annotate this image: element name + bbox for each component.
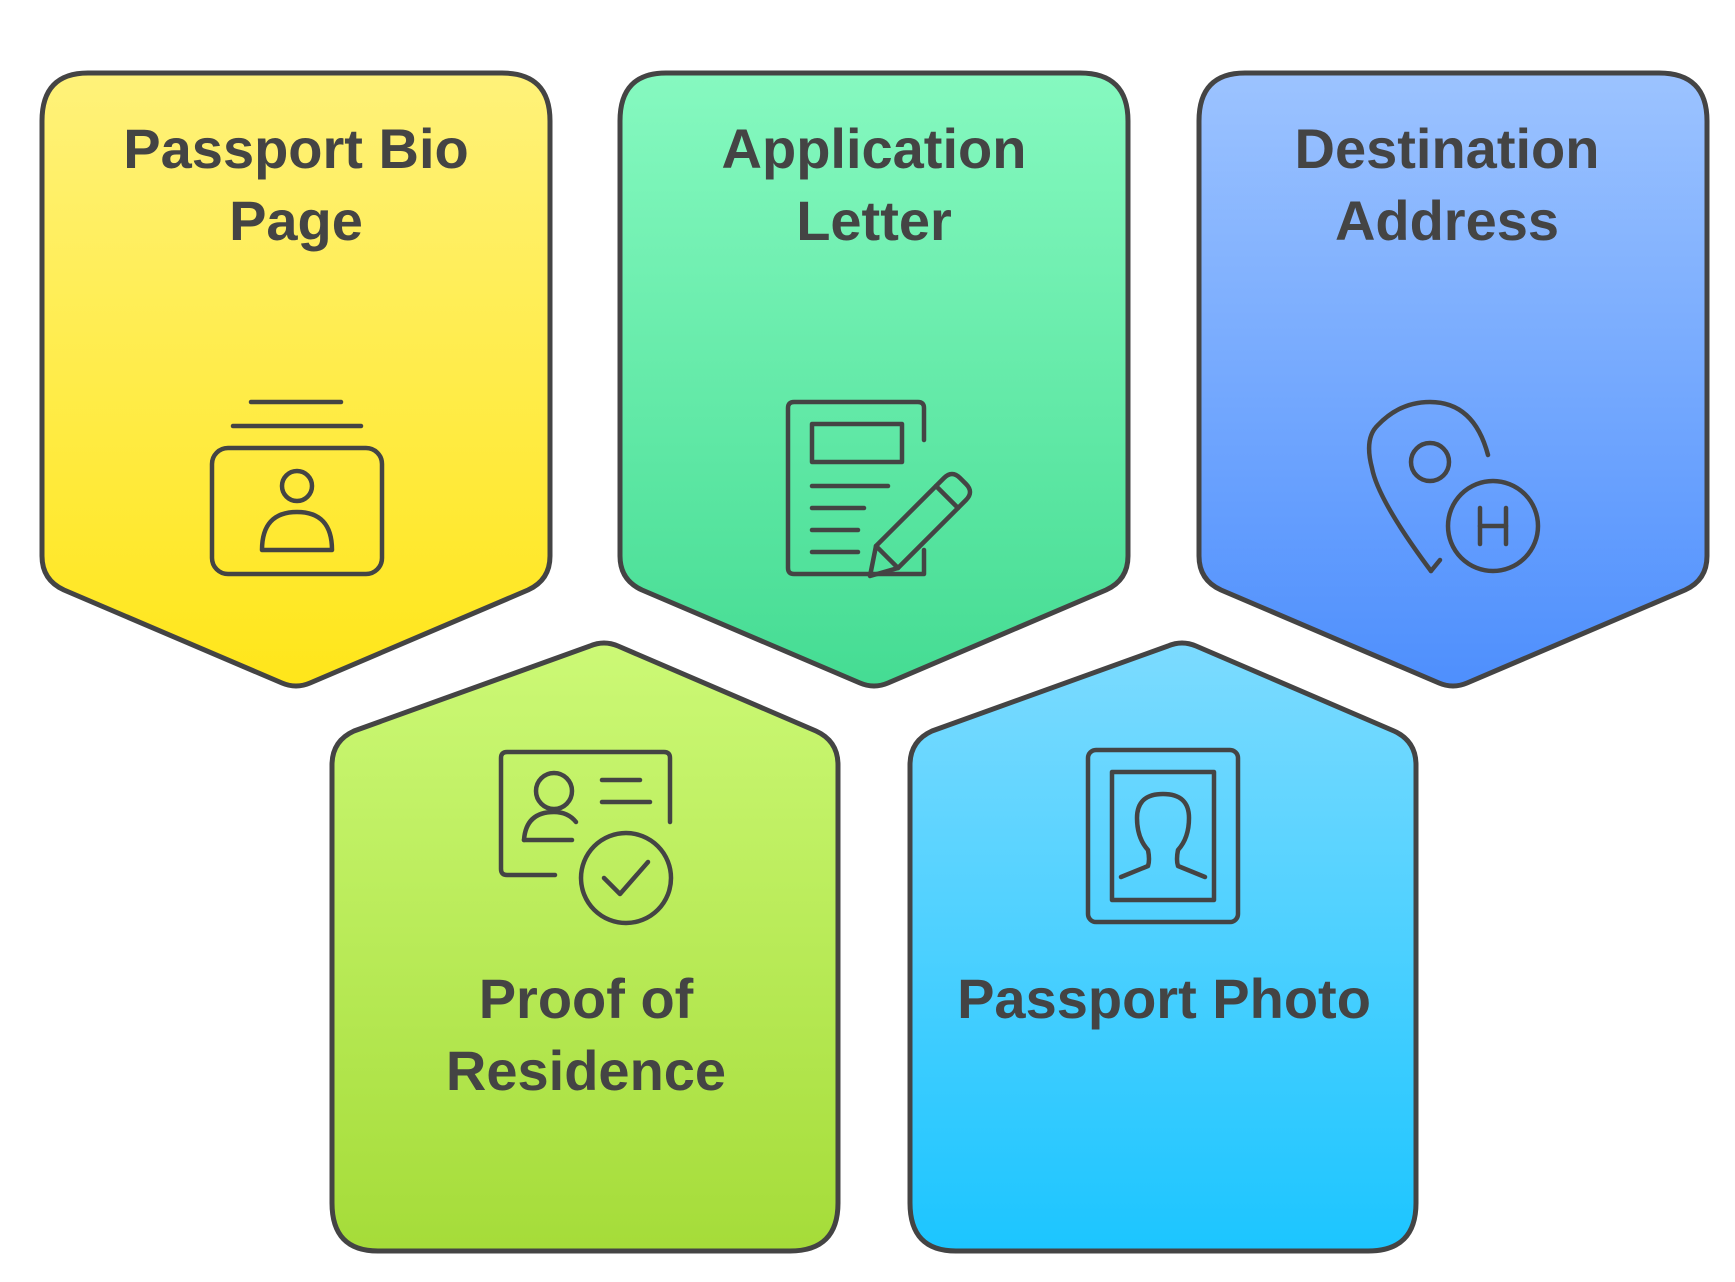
card-title-line-2: Page xyxy=(229,189,363,252)
card-title-line-2: Letter xyxy=(796,189,952,252)
card-title-line-2: Residence xyxy=(446,1039,726,1102)
card-title-line-1: Destination xyxy=(1295,117,1600,180)
card-shape xyxy=(329,640,841,1254)
card-passport-bio-page: Passport Bio Page xyxy=(39,70,553,689)
card-title-line-1: Application xyxy=(722,117,1027,180)
verified-id-icon xyxy=(498,749,674,926)
location-hotel-icon xyxy=(1366,399,1541,574)
card-shape xyxy=(39,70,553,689)
portrait-frame-icon xyxy=(1085,747,1241,925)
card-title-line-1: Passport Bio xyxy=(123,117,468,180)
card-shape xyxy=(1196,70,1710,689)
card-title-line-2: Address xyxy=(1335,189,1559,252)
form-pencil-icon xyxy=(785,399,973,579)
card-proof-of-residence: Proof of Residence xyxy=(329,640,841,1254)
card-destination-address: Destination Address xyxy=(1196,70,1710,689)
card-shape xyxy=(907,640,1419,1254)
card-title-line-1: Proof of xyxy=(479,967,694,1030)
card-title-line-1: Passport Photo xyxy=(957,967,1371,1030)
id-card-icon xyxy=(209,399,385,577)
card-application-letter: Application Letter xyxy=(617,70,1131,689)
card-passport-photo: Passport Photo xyxy=(907,640,1419,1254)
card-shape xyxy=(617,70,1131,689)
